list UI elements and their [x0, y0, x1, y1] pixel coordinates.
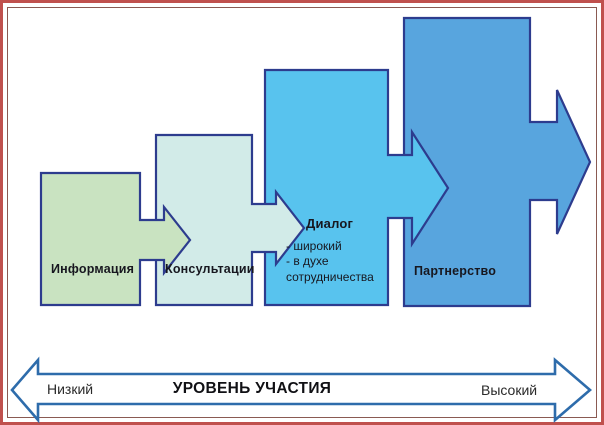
participation-axis-arrow — [10, 356, 592, 424]
information-label: Информация — [51, 262, 135, 276]
consultation-label: Консультации — [165, 262, 255, 276]
dialog-detail-line: - широкий — [286, 239, 342, 253]
dialog-detail-line: - в духе — [286, 254, 329, 269]
consultation-box-shape — [154, 133, 306, 307]
axis-low-label: Низкий — [47, 381, 94, 397]
dialog-details: - широкий - в духе сотрудничества — [286, 239, 374, 285]
frame-inner-border — [7, 7, 597, 418]
dialog-label: Диалог — [306, 216, 354, 231]
partnership-label: Партнерство — [414, 264, 497, 278]
information-box-shape — [39, 171, 192, 307]
partnership-box-shape — [402, 16, 592, 308]
dialog-box-shape — [263, 68, 450, 307]
dialog-detail-line: сотрудничества — [286, 269, 374, 284]
axis-title: УРОВЕНЬ УЧАСТИЯ — [172, 380, 332, 397]
axis-high-label: Высокий — [481, 382, 538, 398]
